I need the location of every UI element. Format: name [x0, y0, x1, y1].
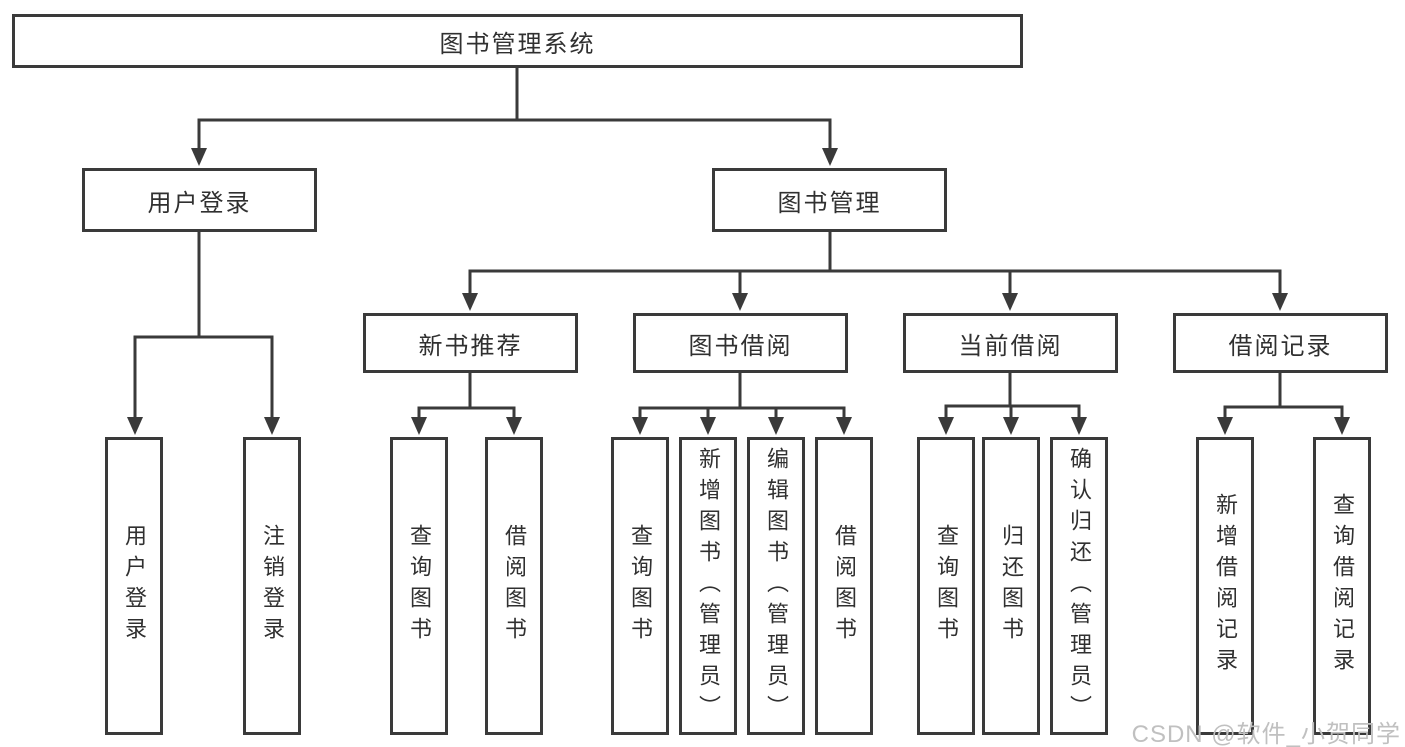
connector-current-borrow-branch	[938, 373, 1087, 435]
arrow-down-icon	[822, 148, 838, 166]
arrow-down-icon	[191, 148, 207, 166]
arrow-down-icon	[938, 417, 954, 435]
arrow-down-icon	[462, 293, 478, 311]
node-borrow-records: 借阅记录	[1173, 313, 1388, 373]
connector-line	[133, 232, 274, 421]
node-book-management-label: 图书管理	[777, 189, 882, 217]
node-book-borrow: 图书借阅	[633, 313, 848, 373]
node-add-borrow-record: 新增借阅记录	[1196, 437, 1254, 735]
arrow-down-icon	[1071, 417, 1087, 435]
arrow-down-icon	[1217, 417, 1233, 435]
node-borrow-books-leaf: 借阅图书	[815, 437, 873, 735]
node-query-books-borrow-label: 查询图书	[628, 524, 653, 648]
node-confirm-return-admin-label: 确认归还（管理员）	[1067, 446, 1092, 726]
node-query-books-current: 查询图书	[917, 437, 975, 735]
node-query-books-recommend-label: 查询图书	[407, 524, 432, 648]
connector-line	[468, 232, 1282, 298]
node-book-borrow-label: 图书借阅	[688, 332, 793, 360]
connector-new-book-recommend-branch	[411, 373, 522, 435]
node-return-books: 归还图书	[982, 437, 1040, 735]
node-new-book-recommend: 新书推荐	[363, 313, 578, 373]
node-current-borrow-label: 当前借阅	[958, 332, 1063, 360]
node-borrow-records-label: 借阅记录	[1228, 332, 1333, 360]
node-user-login-leaf: 用户登录	[105, 437, 163, 735]
arrow-down-icon	[1334, 417, 1350, 435]
arrow-down-icon	[264, 417, 280, 435]
arrow-down-icon	[1003, 417, 1019, 435]
node-confirm-return-admin: 确认归还（管理员）	[1050, 437, 1108, 735]
arrow-down-icon	[411, 417, 427, 435]
node-add-book-admin-label: 新增图书（管理员）	[696, 446, 721, 726]
node-borrow-books-recommend-label: 借阅图书	[502, 524, 527, 648]
arrow-down-icon	[768, 417, 784, 435]
node-borrow-books-recommend: 借阅图书	[485, 437, 543, 735]
arrow-down-icon	[1272, 293, 1288, 311]
node-logout-leaf: 注销登录	[243, 437, 301, 735]
arrow-down-icon	[127, 417, 143, 435]
arrow-down-icon	[732, 293, 748, 311]
connector-borrow-records-branch	[1217, 373, 1350, 435]
node-query-books-current-label: 查询图书	[934, 524, 959, 648]
node-library-system: 图书管理系统	[12, 14, 1023, 68]
arrow-down-icon	[506, 417, 522, 435]
connector-line	[1223, 373, 1344, 421]
node-logout-leaf-label: 注销登录	[260, 524, 285, 648]
arrow-down-icon	[700, 417, 716, 435]
node-user-login-leaf-label: 用户登录	[122, 524, 147, 648]
node-add-book-admin: 新增图书（管理员）	[679, 437, 737, 735]
node-edit-book-admin-label: 编辑图书（管理员）	[764, 446, 789, 726]
node-borrow-books-leaf-label: 借阅图书	[832, 524, 857, 648]
node-query-books-borrow: 查询图书	[611, 437, 669, 735]
arrow-down-icon	[1002, 293, 1018, 311]
node-new-book-recommend-label: 新书推荐	[418, 332, 523, 360]
connector-user-login-branch	[127, 232, 280, 435]
connector-line	[197, 68, 832, 152]
node-user-login-branch: 用户登录	[82, 168, 317, 232]
node-edit-book-admin: 编辑图书（管理员）	[747, 437, 805, 735]
node-return-books-label: 归还图书	[999, 524, 1024, 648]
connector-root	[191, 68, 838, 166]
node-query-borrow-record-label: 查询借阅记录	[1330, 493, 1355, 679]
connector-book-borrow-branch	[632, 373, 852, 435]
arrow-down-icon	[836, 417, 852, 435]
connector-line	[638, 373, 846, 421]
csdn-watermark: CSDN @软件_小贺同学	[1131, 721, 1401, 747]
node-library-system-label: 图书管理系统	[439, 30, 596, 58]
connector-line	[944, 373, 1081, 421]
node-current-borrow: 当前借阅	[903, 313, 1118, 373]
connector-line	[417, 373, 516, 421]
node-query-books-recommend: 查询图书	[390, 437, 448, 735]
node-book-management: 图书管理	[712, 168, 947, 232]
node-query-borrow-record: 查询借阅记录	[1313, 437, 1371, 735]
connector-book-management-branch	[462, 232, 1288, 311]
arrow-down-icon	[632, 417, 648, 435]
node-add-borrow-record-label: 新增借阅记录	[1213, 493, 1238, 679]
node-user-login-branch-label: 用户登录	[147, 189, 252, 217]
